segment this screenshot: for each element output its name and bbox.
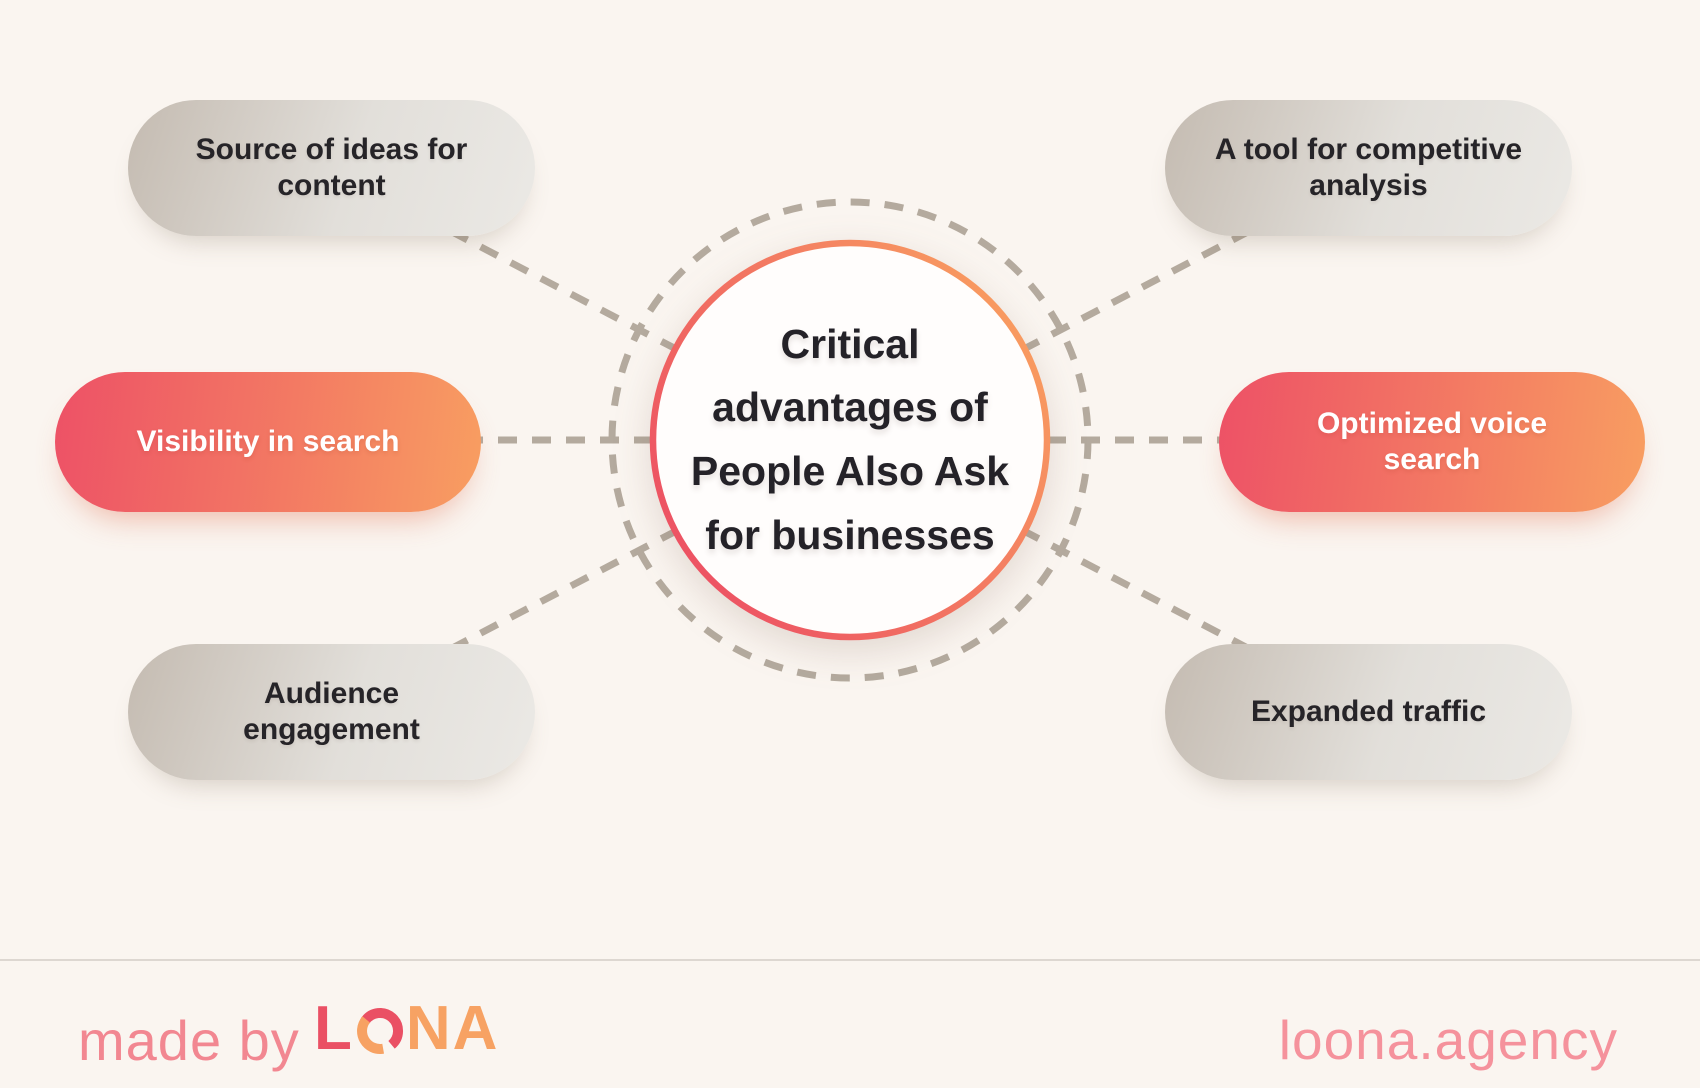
node-label: A tool for competitive analysis — [1214, 133, 1523, 202]
logo-letter-l: L — [314, 994, 352, 1063]
node-visibility-in-search: Visibility in search — [55, 372, 481, 512]
center-title-line: advantages of — [712, 384, 988, 431]
node-label: Expanded traffic — [1250, 695, 1487, 728]
node-label: Visibility in search — [136, 425, 400, 458]
node-optimized-voice-search: Optimized voice search — [1219, 372, 1645, 512]
node-label: Optimized voice search — [1316, 407, 1548, 476]
dashed-ring — [608, 198, 1092, 682]
center-title-line: Critical — [780, 320, 920, 367]
center-title-line: for businesses — [705, 511, 995, 558]
footer-divider — [0, 959, 1700, 961]
site-url: loona.agency — [1278, 1009, 1618, 1071]
center-circle — [649, 239, 1051, 641]
loona-logo: L NA — [314, 998, 499, 1060]
node-label: Source of ideas for content — [195, 133, 468, 202]
node-source-of-ideas: Source of ideas for content — [128, 100, 535, 236]
node-expanded-traffic: Expanded traffic — [1165, 644, 1572, 780]
logo-letters-na: NA — [405, 994, 500, 1063]
center-title: Critical advantages of People Also Ask f… — [650, 242, 1050, 638]
node-competitive-analysis: A tool for competitive analysis — [1165, 100, 1572, 236]
loona-logo-o-icon — [356, 1007, 403, 1054]
made-by-text: made by — [78, 1009, 300, 1072]
node-audience-engagement: Audience engagement — [128, 644, 535, 780]
center-title-line: People Also Ask — [690, 448, 1010, 494]
node-label: Audience engagement — [243, 677, 420, 746]
